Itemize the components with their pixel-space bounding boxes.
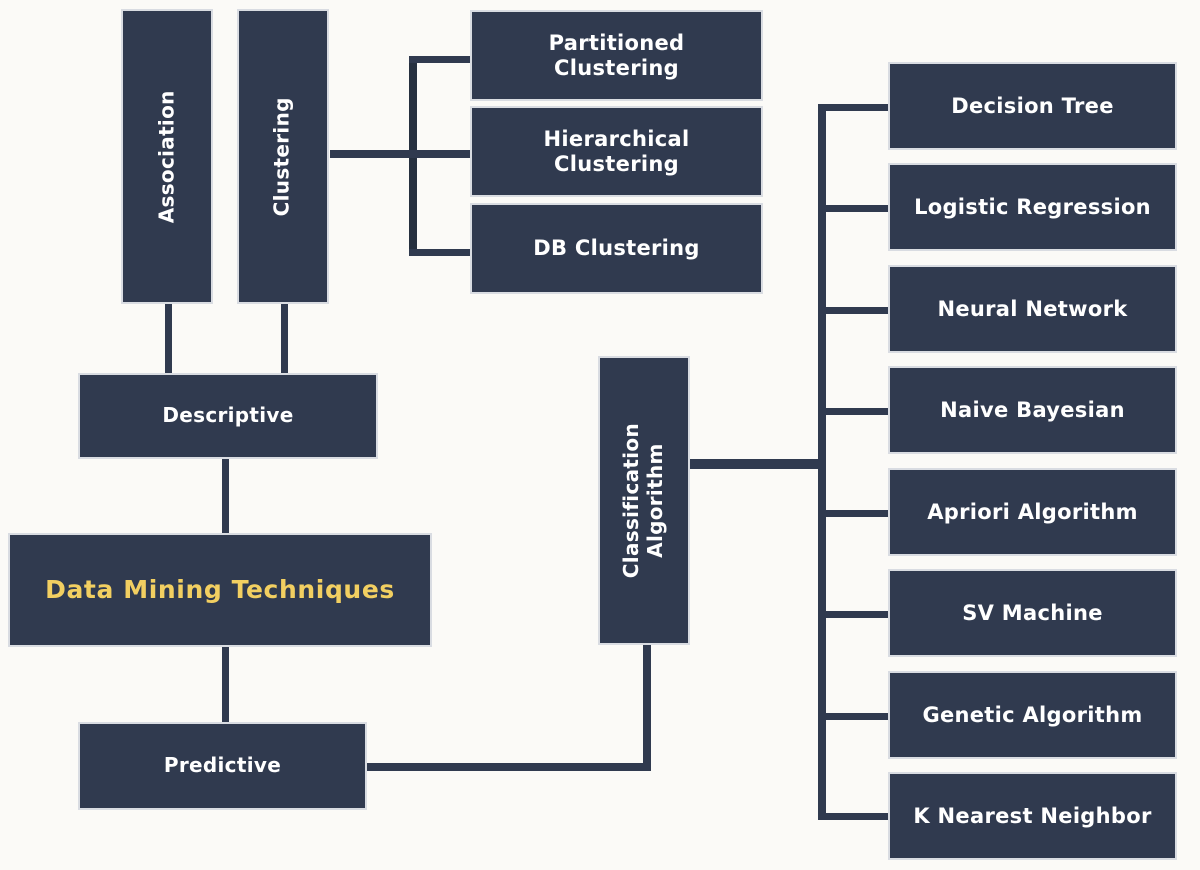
node-hierarchical-clustering[interactable]: Hierarchical Clustering [470,106,763,197]
connector-spine-to-decision-tree [818,104,893,111]
connector-descriptive-to-association [165,300,172,376]
node-sv-machine[interactable]: SV Machine [888,569,1177,657]
connector-classification-stem [686,459,826,469]
node-label: Predictive [163,753,282,778]
node-label: Descriptive [162,403,294,428]
node-naive-bayesian[interactable]: Naive Bayesian [888,366,1177,454]
node-label: Clustering [270,96,295,217]
node-apriori-algorithm[interactable]: Apriori Algorithm [888,468,1177,556]
connector-spine-to-sv-machine [818,611,893,618]
node-k-nearest-neighbor[interactable]: K Nearest Neighbor [888,772,1177,860]
node-label: Apriori Algorithm [927,499,1138,524]
node-label: SV Machine [962,600,1103,625]
node-label: Classification Algorithm [619,422,668,579]
node-db-clustering[interactable]: DB Clustering [470,203,763,294]
node-predictive[interactable]: Predictive [78,722,367,810]
node-neural-network[interactable]: Neural Network [888,265,1177,353]
node-label: Logistic Regression [914,194,1151,219]
node-label: DB Clustering [533,236,700,261]
node-association[interactable]: Association [121,9,213,304]
node-label: Partitioned Clustering [548,30,685,80]
connector-spine-to-neural-network [818,307,893,314]
node-label: Neural Network [937,296,1128,321]
node-label: Data Mining Techniques [45,575,395,605]
node-genetic-algorithm[interactable]: Genetic Algorithm [888,671,1177,759]
connector-spine-to-db-clustering [409,249,475,256]
node-data-mining-techniques[interactable]: Data Mining Techniques [8,533,432,647]
node-label: Decision Tree [951,93,1114,118]
connector-descriptive-to-clustering [281,300,288,376]
connector-spine-to-partitioned [409,56,475,63]
connector-spine-to-apriori-algorithm [818,510,893,517]
node-label: K Nearest Neighbor [913,803,1152,828]
node-label: Hierarchical Clustering [543,126,690,176]
node-label: Naive Bayesian [940,397,1125,422]
node-partitioned-clustering[interactable]: Partitioned Clustering [470,10,763,101]
node-label: Association [154,90,179,223]
connector-spine-to-genetic-algorithm [818,713,893,720]
connector-clustering-stem [330,150,436,158]
node-classification-algorithm[interactable]: Classification Algorithm [598,356,690,645]
node-label: Genetic Algorithm [922,702,1143,727]
connector-spine-to-k-nearest-neighbor [818,813,893,820]
connector-spine-to-naive-bayesian [818,408,893,415]
connector-root-to-predictive [222,645,229,725]
node-descriptive[interactable]: Descriptive [78,373,378,459]
node-logistic-regression[interactable]: Logistic Regression [888,163,1177,251]
node-decision-tree[interactable]: Decision Tree [888,62,1177,150]
connector-predictive-vertical-riser [643,640,651,771]
connector-spine-to-logistic-regression [818,205,893,212]
connector-root-to-descriptive [222,456,229,536]
connector-predictive-horizontal [365,763,650,771]
connector-classification-spine [818,104,826,820]
connector-spine-to-hierarchical [409,150,475,158]
node-clustering[interactable]: Clustering [237,9,329,304]
